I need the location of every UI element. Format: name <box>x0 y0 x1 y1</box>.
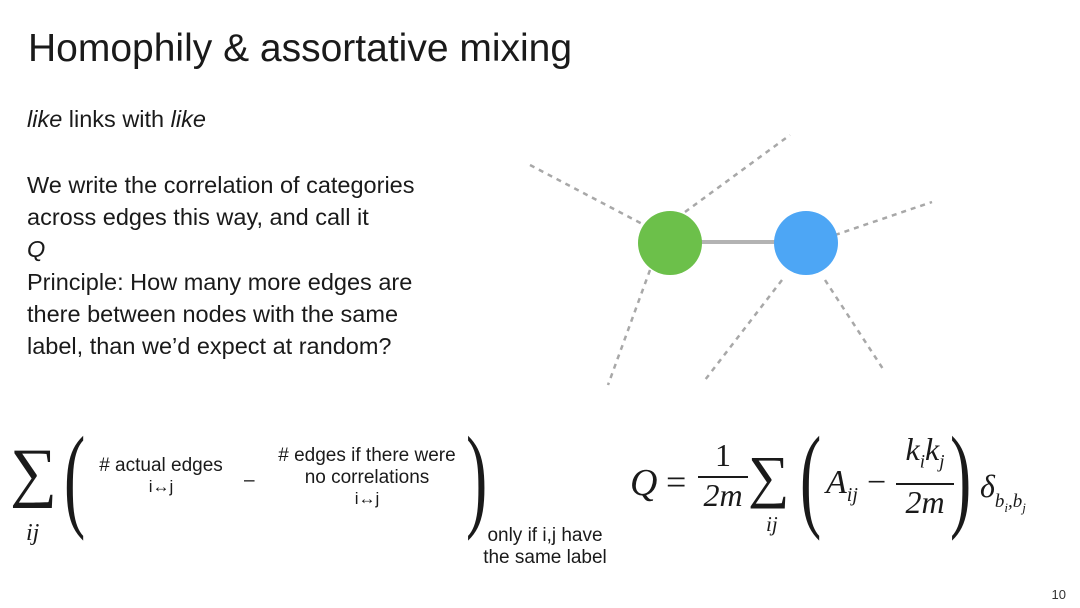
q-formula-left-paren: ( <box>800 414 822 542</box>
fraction-1-numerator: 1 <box>715 437 731 473</box>
fraction-1-denominator: 2m <box>703 477 743 513</box>
fraction-2-numerator: kikj <box>896 432 954 479</box>
para1-period: . <box>27 268 34 294</box>
node-green <box>638 211 702 275</box>
term-expected-edges-line1: # edges if there were <box>278 445 456 466</box>
k-i-base: k <box>905 431 920 467</box>
kronecker-delta: δbi,bj <box>980 468 1026 516</box>
k-i-subscript: i <box>919 451 925 473</box>
fraction-2-bar <box>896 483 954 486</box>
term-actual-edges-line1: # actual edges <box>99 455 223 476</box>
fraction-one-over-2m: 1 2m <box>698 438 748 512</box>
dashed-edge <box>606 269 652 386</box>
same-label-condition: only if i,j have the same label <box>478 525 612 569</box>
q-formula-right-paren: ) <box>950 414 972 542</box>
fraction-1-bar <box>698 476 748 478</box>
para1-line2-text: across edges this way, and call it <box>27 204 369 230</box>
condition-line2: the same label <box>483 547 607 568</box>
delta-sub-comma: , <box>1008 491 1013 512</box>
page-number: 10 <box>1051 587 1066 602</box>
term-expected-edges: # edges if there were no correlations i↔… <box>262 445 472 509</box>
para1-line2: across edges this way, and call it Q. <box>27 201 497 297</box>
delta-sub-j: j <box>1022 499 1026 515</box>
para2-line3: label, than we’d expect at random? <box>27 333 392 359</box>
adjacency-subscript: ij <box>846 483 858 506</box>
word-formula-left-paren: ( <box>64 414 86 542</box>
term-actual-edges: # actual edges i↔j <box>86 455 236 497</box>
term-expected-edges-line2: no correlations <box>304 467 430 488</box>
k-j-base: k <box>925 431 940 467</box>
q-formula-minus: − <box>867 464 887 501</box>
term-actual-edges-line2: i↔j <box>148 477 174 496</box>
q-formula-sum-index: ij <box>766 512 778 536</box>
adjacency-term: Aij <box>826 464 858 514</box>
paragraph-principle: Principle: How many more edges are there… <box>27 266 497 362</box>
para2-line1: Principle: How many more edges are <box>27 269 413 295</box>
dashed-edge <box>834 200 933 237</box>
delta-symbol: δ <box>980 468 995 504</box>
fraction-degree-product: kikj 2m <box>896 432 954 519</box>
para1-line1: We write the correlation of categories <box>27 172 415 198</box>
word-formula-sum-index: ij <box>26 520 40 546</box>
node-blue <box>774 211 838 275</box>
q-formula-sum-symbol: ∑ <box>748 444 790 509</box>
tagline-middle: links with <box>62 106 171 132</box>
delta-subscript: bi,bj <box>994 491 1026 515</box>
q-formula-lhs: Q <box>630 462 658 504</box>
delta-sub-b-j: b <box>1012 491 1023 512</box>
para2-line2: there between nodes with the same <box>27 301 399 327</box>
word-formula-right-paren: ) <box>466 414 488 542</box>
tagline-like-2: like <box>170 106 206 132</box>
q-formula-equals: = <box>666 462 687 502</box>
para1-q-variable: Q <box>27 236 46 262</box>
dashed-edge <box>684 133 791 214</box>
dashed-edges <box>529 133 933 386</box>
adjacency-A: A <box>826 464 847 501</box>
network-diagram <box>529 133 933 386</box>
fraction-2-denominator: 2m <box>905 484 945 521</box>
tagline: like links with like <box>27 103 206 135</box>
paragraph-q-definition: We write the correlation of categories a… <box>27 169 497 297</box>
k-j-subscript: j <box>939 451 945 473</box>
dashed-edge <box>529 163 651 230</box>
dashed-edge <box>704 279 783 381</box>
delta-sub-i: i <box>1004 499 1008 515</box>
tagline-like-1: like <box>27 106 63 132</box>
delta-sub-b-i: b <box>994 491 1005 512</box>
word-formula-sum-symbol: ∑ <box>10 436 58 509</box>
slide-title: Homophily & assortative mixing <box>28 27 573 70</box>
term-expected-edges-line3: i↔j <box>354 489 380 508</box>
word-formula-minus: – <box>244 470 255 491</box>
condition-line1: only if i,j have <box>487 525 603 546</box>
dashed-edge <box>823 279 887 373</box>
